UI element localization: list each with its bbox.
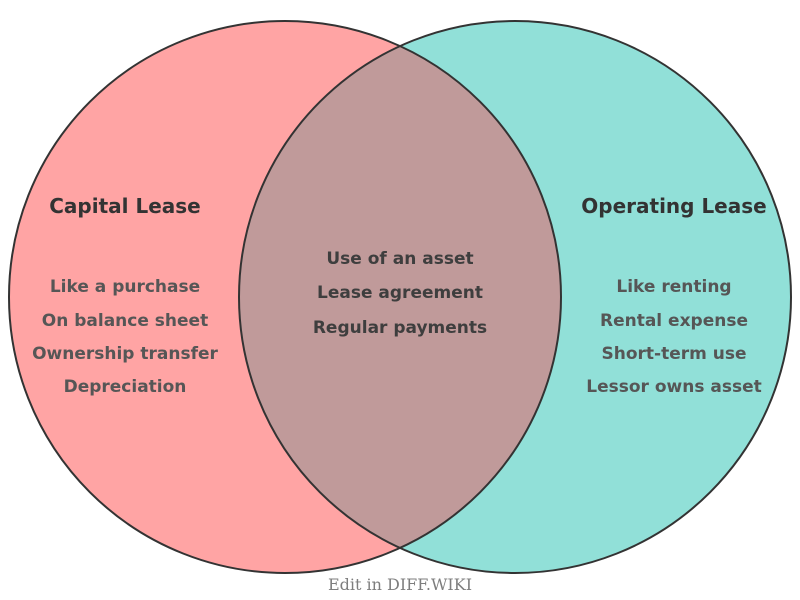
operating-lease-title: Operating Lease <box>581 194 766 218</box>
edit-in-diff-wiki-link[interactable]: Edit in DIFF.WIKI <box>328 575 472 594</box>
operating-lease-item: Like renting <box>616 277 731 297</box>
operating-lease-item: Lessor owns asset <box>586 377 761 397</box>
operating-lease-circle-outline <box>238 20 792 574</box>
overlap-item: Use of an asset <box>326 249 473 269</box>
overlap-item-list: Use of an asset Lease agreement Regular … <box>313 249 487 338</box>
capital-lease-item: Ownership transfer <box>32 344 218 364</box>
overlap-item: Regular payments <box>313 318 487 338</box>
capital-lease-item: Like a purchase <box>50 277 200 297</box>
operating-lease-item-list: Like renting Rental expense Short-term u… <box>586 277 761 397</box>
overlap-item: Lease agreement <box>317 283 483 303</box>
capital-lease-item: Depreciation <box>64 377 187 397</box>
capital-lease-item: On balance sheet <box>42 311 208 331</box>
capital-lease-title: Capital Lease <box>49 194 201 218</box>
operating-lease-item: Short-term use <box>601 344 746 364</box>
operating-lease-item: Rental expense <box>600 311 748 331</box>
capital-lease-circle-outline <box>8 20 562 574</box>
overlap-region <box>239 21 561 573</box>
capital-lease-item-list: Like a purchase On balance sheet Ownersh… <box>32 277 218 397</box>
